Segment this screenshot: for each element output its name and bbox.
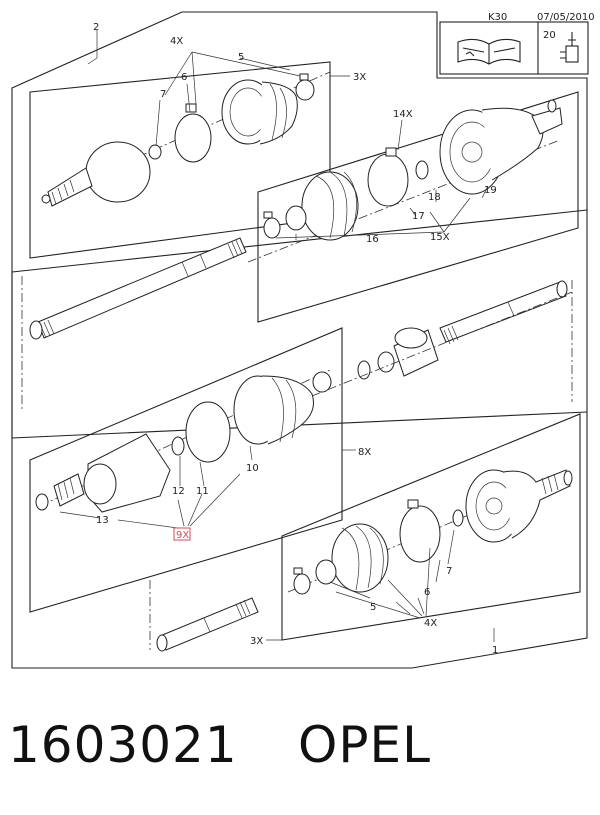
second-shaft (311, 280, 573, 402)
callout-7-top: 7 (160, 89, 166, 100)
open-book-wrench-icon (457, 38, 521, 65)
small-clamp-bottom (293, 573, 311, 595)
left-lower-panel (29, 327, 356, 613)
callout-8x: 8X (358, 447, 371, 458)
callout-5-top: 5 (238, 52, 244, 63)
clamp-17 (367, 153, 409, 207)
boot-5-top (221, 79, 298, 145)
brand-name: OPEL (298, 716, 431, 774)
callout-19: 19 (484, 185, 497, 196)
callout-5-bottom: 5 (370, 602, 376, 613)
inner-joint-19 (439, 99, 563, 195)
callout-17: 17 (412, 211, 425, 222)
clamp-6-bottom (399, 505, 441, 563)
boot-5-bottom (315, 523, 389, 593)
grease-gun-icon (560, 32, 579, 63)
clamp-11 (185, 401, 231, 463)
upper-right-panel (247, 91, 579, 323)
small-clamp-top (295, 79, 315, 101)
callout-6-bottom: 6 (424, 587, 430, 598)
circlip-7-bottom (452, 509, 464, 527)
drive-shaft-exploded-diagram: K30 07/05/2010 20 (11, 11, 595, 669)
callout-10: 10 (246, 463, 259, 474)
callout-9x-highlight-box (173, 527, 191, 541)
part-number: 1603021 (8, 716, 238, 774)
boot-10 (233, 375, 314, 445)
top-panel (29, 30, 350, 259)
callout-11: 11 (196, 486, 209, 497)
callout-15x: 15X (430, 232, 450, 243)
callout-13: 13 (96, 515, 109, 526)
header-box: K30 07/05/2010 20 (439, 12, 595, 75)
callout-16: 16 (366, 234, 379, 245)
small-clamp-10 (312, 371, 332, 393)
circlip-18 (415, 160, 429, 180)
callout-4x-bottom: 4X (424, 618, 437, 629)
small-clamp-16 (263, 217, 281, 239)
footer: 1603021 OPEL (0, 690, 600, 800)
callout-12: 12 (172, 486, 185, 497)
clamp-6-top (174, 113, 212, 163)
circlip-7-top (148, 144, 162, 160)
lower-right-panel (149, 413, 581, 652)
callout-4x-top: 4X (170, 36, 183, 47)
callout-18: 18 (428, 192, 441, 203)
outer-frame (11, 11, 588, 669)
outer-cv-joint (41, 141, 151, 207)
header-date: 07/05/2010 (537, 12, 595, 23)
callout-1: 1 (492, 645, 498, 656)
boot-16 (285, 171, 359, 241)
callout-2: 2 (93, 22, 99, 33)
callout-9x: 9X (176, 530, 189, 541)
outer-joint-1 (465, 469, 573, 543)
header-page-ref: 20 (543, 30, 556, 41)
clip-middle (357, 360, 371, 380)
drive-shaft (21, 237, 247, 410)
callout-6-top: 6 (181, 72, 187, 83)
inner-cv-housing (35, 433, 171, 513)
callout-7-bottom: 7 (446, 566, 452, 577)
circlip-12 (171, 436, 185, 456)
ring-middle (377, 351, 395, 373)
callout-3x-bottom: 3X (250, 636, 263, 647)
callout-14x: 14X (393, 109, 413, 120)
header-code: K30 (488, 12, 507, 23)
callout-3x-top: 3X (353, 72, 366, 83)
